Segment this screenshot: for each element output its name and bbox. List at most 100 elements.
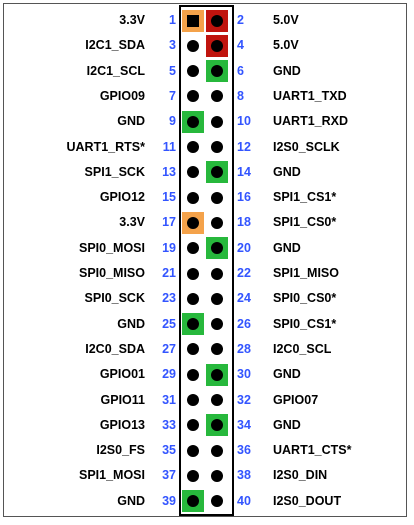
left-pin-label: SPI0_MISO bbox=[79, 266, 145, 280]
left-pin-label: I2C0_SDA bbox=[85, 341, 145, 356]
right-pin-pad bbox=[206, 414, 228, 437]
round-pin-marker bbox=[187, 394, 199, 406]
right-pin-pad bbox=[206, 464, 228, 487]
left-pin-label: GND bbox=[117, 493, 145, 508]
left-pin-number: 9 bbox=[169, 114, 176, 129]
left-pin-number: 13 bbox=[162, 164, 176, 179]
right-pin-number: 2 bbox=[237, 13, 244, 27]
right-pin-pad bbox=[206, 490, 228, 513]
right-pin-label: GPIO07 bbox=[273, 392, 319, 407]
right-pin-label: SPI1_MISO bbox=[273, 266, 339, 280]
round-pin-marker bbox=[211, 368, 223, 381]
left-pin-label: I2C1_SCL bbox=[86, 63, 145, 78]
right-pin-number: 8 bbox=[237, 88, 244, 103]
pin-row: GPIO11 31 32 GPIO07 bbox=[0, 388, 414, 413]
left-pin-pad bbox=[182, 136, 204, 158]
left-pin-pad bbox=[182, 490, 204, 513]
right-pin-label: GND bbox=[273, 164, 301, 179]
left-pin-pad bbox=[182, 9, 204, 32]
left-pin-number: 15 bbox=[162, 190, 176, 205]
right-pin-label: 5.0V bbox=[273, 13, 299, 27]
right-pin-number: 6 bbox=[237, 63, 244, 78]
pin-row: GPIO12 15 16 SPI1_CS1* bbox=[0, 185, 414, 210]
right-pin-pad bbox=[206, 211, 228, 234]
right-pin-pad bbox=[206, 110, 228, 133]
left-pin-number: 25 bbox=[162, 316, 176, 331]
round-pin-marker bbox=[187, 242, 199, 255]
left-pin-number: 19 bbox=[162, 240, 176, 255]
left-pin-number: 27 bbox=[162, 341, 176, 356]
left-pin-label: SPI0_SCK bbox=[84, 291, 145, 306]
right-pin-pad bbox=[206, 60, 228, 83]
right-pin-number: 16 bbox=[237, 190, 251, 205]
right-pin-number: 40 bbox=[237, 493, 251, 508]
right-pin-label: UART1_TXD bbox=[273, 88, 347, 103]
left-pin-number: 17 bbox=[162, 215, 176, 230]
left-pin-label: GND bbox=[117, 316, 145, 331]
right-pin-label: GND bbox=[273, 240, 301, 255]
right-pin-label: GND bbox=[273, 63, 301, 78]
round-pin-marker bbox=[187, 141, 199, 153]
left-pin-label: 3.3V bbox=[119, 215, 145, 230]
left-pin-pad bbox=[182, 287, 204, 310]
right-pin-pad bbox=[206, 237, 228, 260]
right-pin-pad bbox=[206, 85, 228, 108]
left-pin-pad bbox=[182, 262, 204, 285]
round-pin-marker bbox=[187, 469, 199, 482]
right-pin-label: I2S0_SCLK bbox=[273, 139, 340, 154]
right-pin-label: SPI0_CS1* bbox=[273, 316, 337, 331]
left-pin-number: 23 bbox=[162, 291, 176, 306]
left-pin-pad bbox=[182, 60, 204, 83]
round-pin-marker bbox=[187, 419, 199, 432]
left-pin-pad bbox=[182, 161, 204, 184]
round-pin-marker bbox=[211, 318, 223, 331]
right-pin-number: 32 bbox=[237, 392, 251, 407]
round-pin-marker bbox=[187, 191, 199, 204]
right-pin-pad bbox=[206, 287, 228, 310]
right-pin-pad bbox=[206, 9, 228, 32]
right-pin-number: 10 bbox=[237, 114, 251, 129]
right-pin-label: GND bbox=[273, 417, 301, 432]
round-pin-marker bbox=[211, 444, 223, 457]
left-pin-label: I2C1_SDA bbox=[85, 38, 145, 53]
round-pin-marker bbox=[187, 39, 199, 52]
left-pin-label: GPIO11 bbox=[100, 392, 145, 407]
round-pin-marker bbox=[211, 343, 223, 356]
round-pin-marker bbox=[187, 343, 199, 356]
left-pin-pad bbox=[182, 464, 204, 487]
right-pin-label: 5.0V bbox=[273, 38, 299, 53]
left-pin-pad bbox=[182, 338, 204, 361]
round-pin-marker bbox=[211, 65, 223, 78]
left-pin-number: 29 bbox=[162, 367, 176, 382]
round-pin-marker bbox=[211, 141, 223, 153]
left-pin-number: 35 bbox=[162, 443, 176, 458]
round-pin-marker bbox=[187, 495, 199, 508]
round-pin-marker bbox=[211, 115, 223, 128]
left-pin-label: GPIO09 bbox=[99, 88, 145, 103]
left-pin-label: GPIO12 bbox=[99, 190, 145, 205]
left-pin-label: SPI0_MOSI bbox=[79, 240, 145, 255]
left-pin-pad bbox=[182, 186, 204, 209]
left-pin-number: 31 bbox=[162, 392, 176, 407]
left-pin-pad bbox=[182, 237, 204, 260]
right-pin-label: SPI1_CS1* bbox=[273, 190, 337, 205]
left-pin-label: UART1_RTS* bbox=[66, 139, 146, 154]
left-pin-pad bbox=[182, 85, 204, 108]
left-pin-number: 11 bbox=[162, 139, 176, 154]
round-pin-marker bbox=[211, 90, 223, 103]
left-pin-number: 5 bbox=[169, 63, 176, 78]
round-pin-marker bbox=[211, 14, 223, 27]
right-pin-number: 26 bbox=[237, 316, 251, 331]
round-pin-marker bbox=[211, 39, 223, 52]
left-pin-label: I2S0_FS bbox=[96, 443, 145, 458]
